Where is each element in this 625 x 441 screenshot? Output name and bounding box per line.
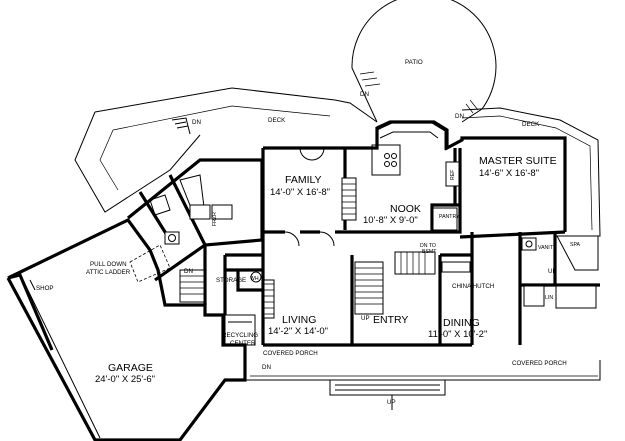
hall-walls bbox=[203, 245, 263, 315]
living-room-size: 14'-2" X 14'-0" bbox=[268, 326, 328, 337]
garage-walls bbox=[6, 217, 247, 441]
sink-utility bbox=[168, 234, 176, 242]
dining-room-size: 11'-0" X 10'-2" bbox=[428, 329, 487, 340]
pantry-label: PANTRY bbox=[439, 214, 460, 220]
ref-label: REF bbox=[450, 170, 456, 180]
shop-label: SHOP bbox=[36, 285, 54, 292]
linen-closet bbox=[523, 285, 545, 307]
basement-stair-treads bbox=[400, 252, 426, 274]
utility-wing-walls bbox=[126, 158, 264, 282]
frzr-label: FRZR bbox=[212, 212, 218, 226]
storage-label: STORAGE bbox=[216, 277, 246, 284]
deck-left-label: DECK bbox=[268, 117, 286, 124]
deck-left-inner bbox=[99, 105, 331, 191]
recycling-label-1: RECYCLING bbox=[222, 332, 258, 339]
covered-porch-right-label: COVERED PORCH bbox=[512, 360, 567, 367]
patio-label: PATIO bbox=[405, 59, 423, 66]
dn-deck-right-label: DN bbox=[455, 113, 464, 120]
exterior-walls bbox=[261, 120, 567, 347]
garage-door bbox=[21, 277, 101, 439]
shower bbox=[555, 285, 597, 309]
family-room-size: 14'-0" X 16'-8" bbox=[270, 187, 330, 198]
vanity-label: VANITY bbox=[538, 245, 557, 251]
lin-label: LIN bbox=[545, 295, 553, 301]
deck-left-outline bbox=[74, 87, 378, 213]
living-fireplace bbox=[263, 279, 275, 319]
attic-ladder-label-1: PULL DOWN bbox=[90, 261, 127, 268]
covered-porch-outline bbox=[244, 345, 601, 381]
family-fireplace bbox=[341, 177, 357, 221]
spa-label: SPA bbox=[570, 242, 581, 248]
dn-hall-label: DN bbox=[184, 268, 193, 275]
toilet-utility bbox=[164, 231, 180, 245]
master-suite-name: MASTER SUITE bbox=[479, 155, 557, 167]
vanity-basin bbox=[525, 240, 533, 248]
patio-outline bbox=[351, 0, 497, 123]
porch-entry-steps bbox=[329, 380, 446, 396]
washer bbox=[189, 204, 211, 220]
deck-right-inner bbox=[461, 115, 593, 231]
dining-room-name: DINING bbox=[443, 317, 480, 329]
attic-ladder-label-2: ATTIC LADDER bbox=[86, 269, 131, 276]
range-burner-1 bbox=[384, 153, 390, 159]
range-burner-4 bbox=[391, 161, 397, 167]
nook-room-name: NOOK bbox=[390, 203, 421, 215]
range-burner-3 bbox=[384, 161, 390, 167]
family-room-walls bbox=[263, 148, 462, 234]
family-room-name: FAMILY bbox=[285, 174, 322, 186]
dn-bsmt-label-2: BSMT bbox=[422, 249, 437, 255]
family-fireplace-hatch bbox=[342, 183, 356, 215]
pantry-closet bbox=[432, 207, 458, 231]
fireplace-hatch bbox=[264, 283, 274, 315]
water-heater bbox=[250, 271, 262, 283]
entry-walls bbox=[350, 253, 472, 345]
vanity-sink bbox=[521, 237, 537, 251]
patio-steps bbox=[359, 71, 479, 114]
dn-bsmt-label-1: DN TO bbox=[420, 243, 436, 249]
covered-porch-left-label: COVERED PORCH bbox=[263, 350, 318, 357]
garage-room-name: GARAGE bbox=[108, 362, 153, 374]
refrigerator bbox=[445, 161, 460, 187]
master-bath-walls bbox=[518, 232, 600, 345]
recycling-bins bbox=[224, 314, 256, 346]
hall-stair-treads bbox=[180, 275, 204, 295]
kitchen-cabinets bbox=[371, 122, 446, 176]
family-deck-door bbox=[299, 147, 325, 161]
dn-deck-left-label: DN bbox=[192, 119, 201, 126]
range-burner-2 bbox=[391, 153, 397, 159]
dryer bbox=[211, 204, 233, 220]
up-master-label: UP bbox=[548, 268, 557, 275]
entry-name: ENTRY bbox=[373, 314, 408, 326]
wh-label: WH bbox=[250, 276, 259, 282]
entry-stair bbox=[354, 261, 384, 315]
dn-patio-label: DN bbox=[360, 91, 369, 98]
spa-tub bbox=[556, 235, 599, 271]
family-living-doors bbox=[284, 231, 335, 247]
dn-porch-label: DN bbox=[262, 364, 271, 371]
china-hutch-label: CHINA HUTCH bbox=[452, 283, 494, 290]
attic-ladder-outline bbox=[129, 244, 171, 283]
up-stair-label: UP bbox=[361, 315, 370, 322]
master-suite-size: 14'-6" X 16'-8" bbox=[479, 168, 539, 179]
garage-left-wall bbox=[7, 273, 54, 351]
deck-stairs-left bbox=[171, 117, 191, 135]
hall-stair-down bbox=[179, 269, 205, 303]
nook-room-size: 10'-8" X 9'-0" bbox=[363, 215, 418, 226]
living-room-name: LIVING bbox=[282, 314, 316, 326]
deck-right-label: DECK bbox=[522, 121, 540, 128]
china-hutch-cabinet bbox=[441, 261, 471, 273]
garage-room-size: 24'-0" X 25'-6" bbox=[95, 374, 155, 385]
entry-stair-treads bbox=[355, 267, 383, 305]
recycling-label-2: CENTER bbox=[230, 340, 256, 347]
up-walk-label: UP bbox=[387, 399, 396, 406]
